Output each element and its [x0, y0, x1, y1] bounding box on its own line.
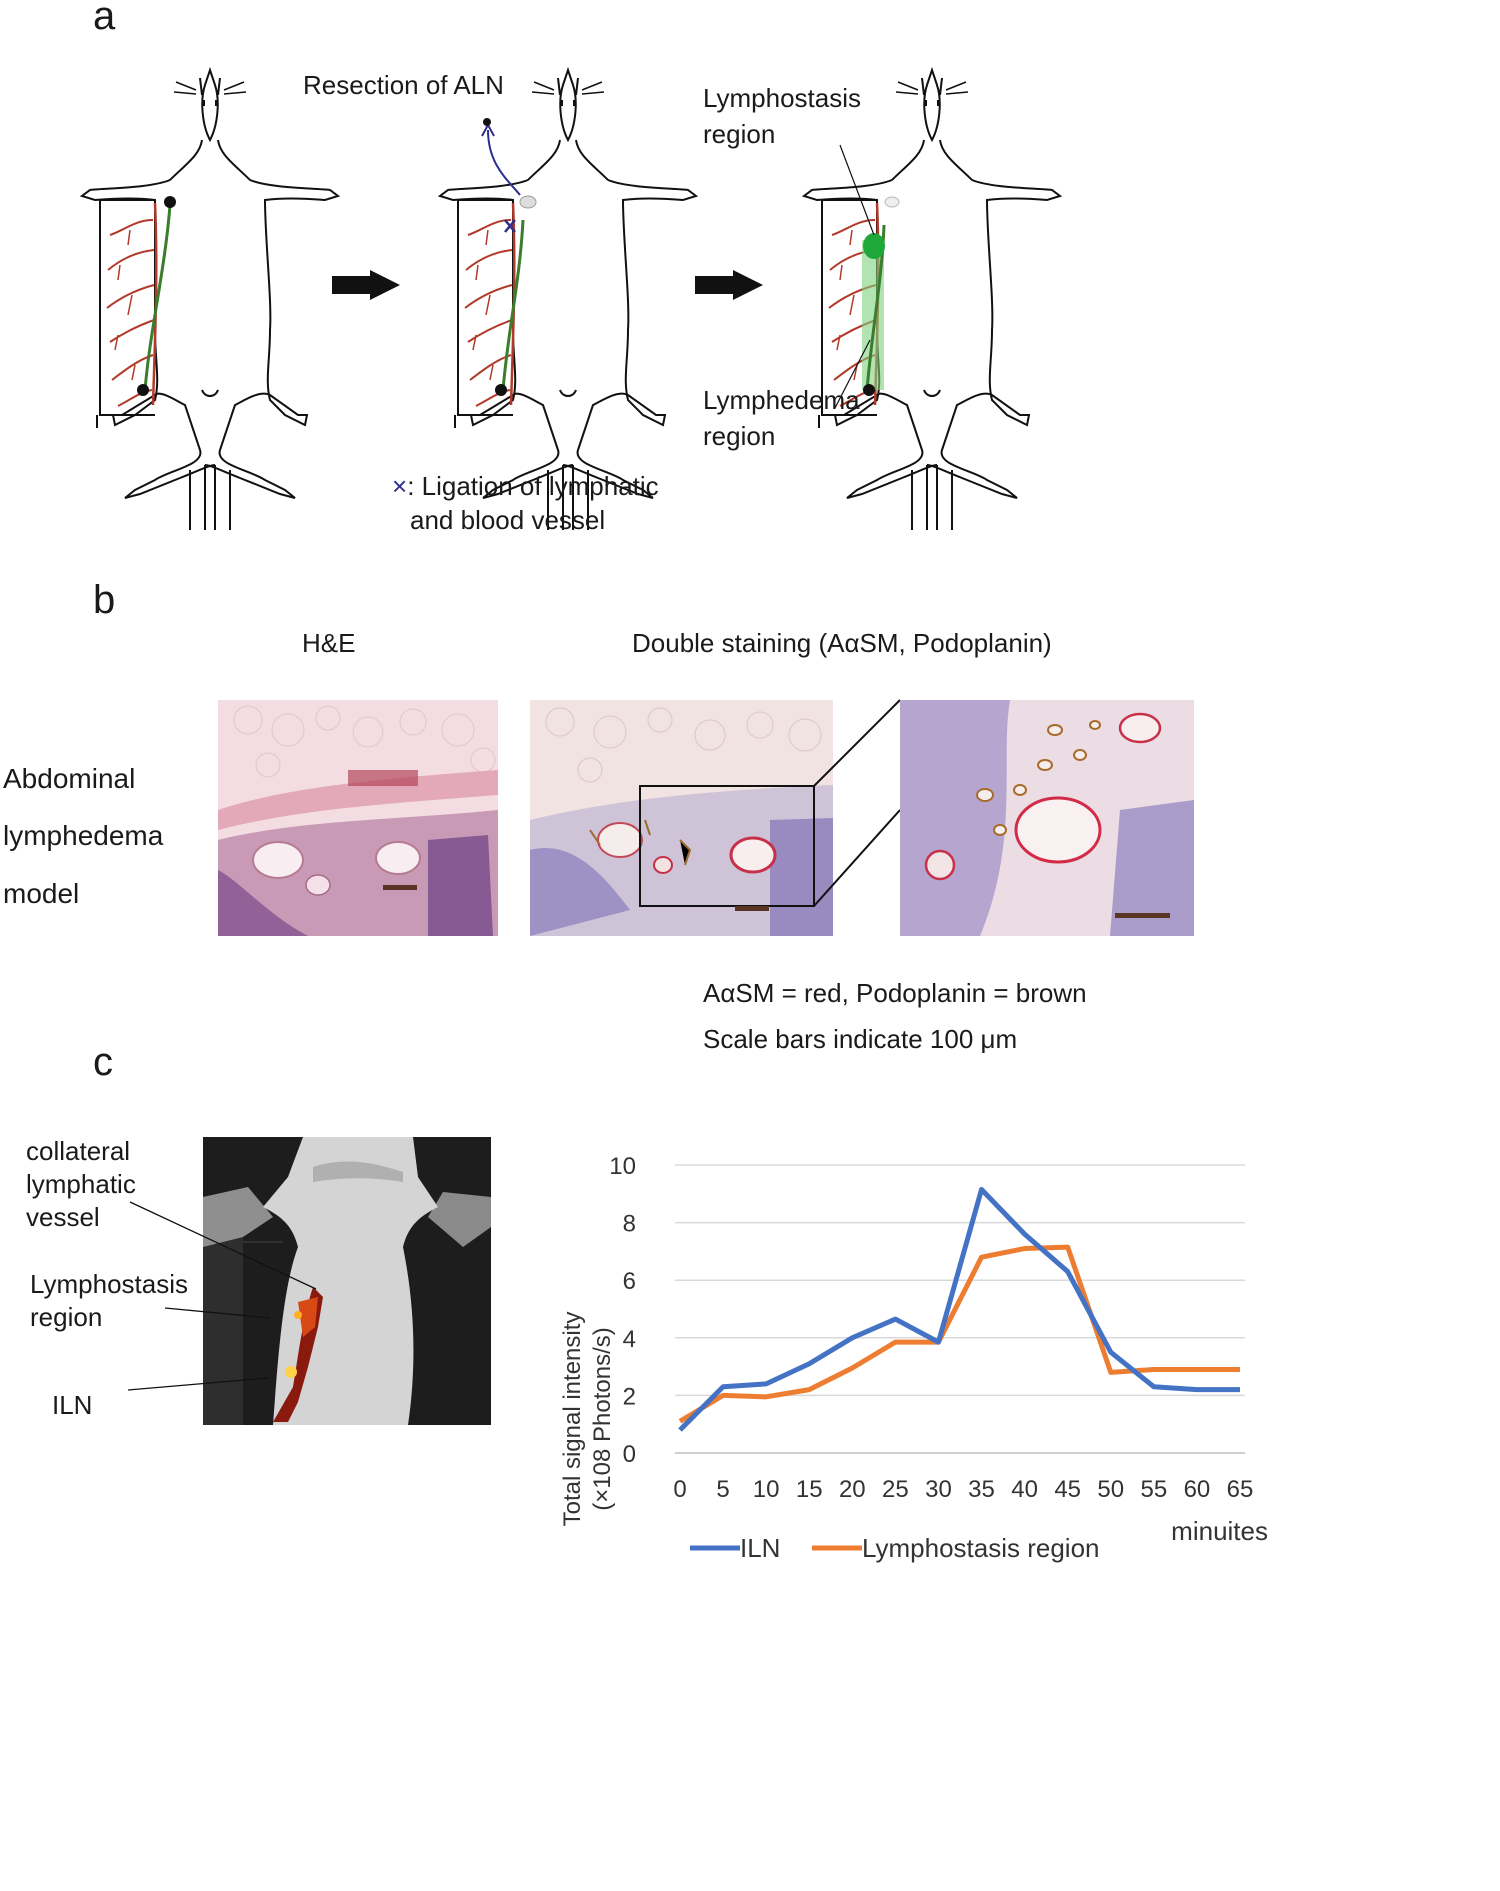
y-tick-label: 2 — [623, 1383, 636, 1410]
series-line-lymphostasis-region — [678, 1244, 1240, 1424]
iln-node — [137, 384, 149, 396]
x-tick-label: 50 — [1097, 1476, 1124, 1503]
staining-legend-line2: Scale bars indicate 100 μm — [703, 1024, 1018, 1055]
legend-label: ILN — [740, 1533, 780, 1563]
mouse-diagram-2 — [439, 69, 697, 531]
x-tick-label: 30 — [925, 1476, 952, 1503]
panel-c-letter: c — [93, 1040, 113, 1084]
x-tick-label: 60 — [1184, 1476, 1211, 1503]
ligation-legend-line2: and blood vessel — [410, 504, 606, 535]
x-tick-label: 45 — [1054, 1476, 1081, 1503]
y-tick-label: 4 — [623, 1326, 636, 1353]
y-axis-label: Total signal intensity — [559, 1312, 586, 1527]
y-tick-label: 10 — [609, 1153, 636, 1180]
collateral-label-line2: lymphatic — [26, 1169, 136, 1200]
lymphostasis-photo-label-line1: Lymphostasis — [30, 1269, 188, 1299]
x-tick-label: 35 — [968, 1476, 995, 1503]
lymphedema-label-line2: region — [703, 421, 776, 452]
collateral-label-line1: collateral — [26, 1136, 131, 1166]
y-tick-label: 8 — [623, 1211, 636, 1238]
lymphostasis-region-mark — [863, 233, 885, 259]
iln-photo-label: ILN — [52, 1390, 93, 1420]
lymphostasis-photo-label: Lymphostasis region — [30, 1268, 188, 1334]
legend-label: Lymphostasis region — [862, 1533, 1100, 1563]
signal-intensity-chart: 0 2 4 6 8 10 0 5 10 15 20 25 30 35 40 45 50 55 60 65 minui… — [559, 1153, 1268, 1563]
staining-legend-line1: AαSM = red, Podoplanin = brown — [703, 978, 1087, 1008]
collateral-label: collateral lymphatic vessel — [26, 1135, 136, 1234]
x-tick-label: 10 — [753, 1476, 780, 1503]
row-label-line2: lymphedema — [3, 820, 164, 852]
x-tick-label: 15 — [796, 1476, 823, 1503]
mouse-diagram-3 — [803, 69, 1061, 531]
double-staining-title: Double staining (AαSM, Podoplanin) — [632, 628, 1052, 658]
x-axis-label: minuites — [1171, 1516, 1268, 1546]
lymphedema-label: Lymphedema region — [703, 382, 860, 455]
lymphostasis-label: Lymphostasis region — [703, 80, 861, 153]
he-micrograph — [218, 700, 498, 936]
ligation-x-icon — [504, 219, 516, 233]
ligation-x-mark: × — [392, 471, 408, 501]
lymphostasis-label-line1: Lymphostasis — [703, 83, 861, 113]
y-tick-label: 0 — [623, 1441, 636, 1468]
x-tick-label: 0 — [673, 1476, 686, 1503]
zoom-connectors — [813, 699, 901, 907]
resection-label: Resection of ALN — [303, 70, 504, 100]
x-tick-label: 25 — [882, 1476, 909, 1503]
x-tick-label: 55 — [1140, 1476, 1167, 1503]
x-tick-label: 5 — [716, 1476, 729, 1503]
x-tick-label: 40 — [1011, 1476, 1038, 1503]
x-tick-label: 20 — [839, 1476, 866, 1503]
lymphostasis-photo-label-line2: region — [30, 1302, 103, 1333]
row-label-line3: model — [3, 877, 80, 909]
y-axis-label: (×108 Photons/s) — [589, 1327, 616, 1510]
ivis-photo — [203, 1137, 491, 1425]
aln-node — [164, 196, 176, 208]
panel-b-letter: b — [93, 578, 116, 622]
lymphostasis-label-line2: region — [703, 119, 776, 150]
double-staining-micrograph — [530, 700, 833, 936]
zoom-box — [639, 785, 815, 907]
collateral-label-line3: vessel — [26, 1202, 100, 1233]
staining-legend: AαSM = red, Podoplanin = brown Scale bar… — [703, 970, 1087, 1063]
he-title: H&E — [302, 628, 356, 658]
x-tick-label: 65 — [1227, 1476, 1254, 1503]
ligation-legend-line1: : Ligation of lymphatic — [407, 471, 659, 501]
row-label-line1: Abdominal — [3, 763, 136, 794]
mouse-diagram-1 — [81, 69, 339, 531]
panel-a-schematic — [81, 69, 1061, 531]
zoomed-micrograph — [900, 700, 1194, 936]
lymphedema-label-line1: Lymphedema — [703, 385, 860, 415]
ligation-legend: ×: Ligation of lymphatic and blood vesse… — [392, 470, 659, 538]
row-label: Abdominal lymphedema model — [3, 750, 163, 922]
y-tick-label: 6 — [623, 1268, 636, 1295]
panel-a-letter: a — [93, 0, 116, 38]
series-line-iln — [678, 1186, 1240, 1432]
